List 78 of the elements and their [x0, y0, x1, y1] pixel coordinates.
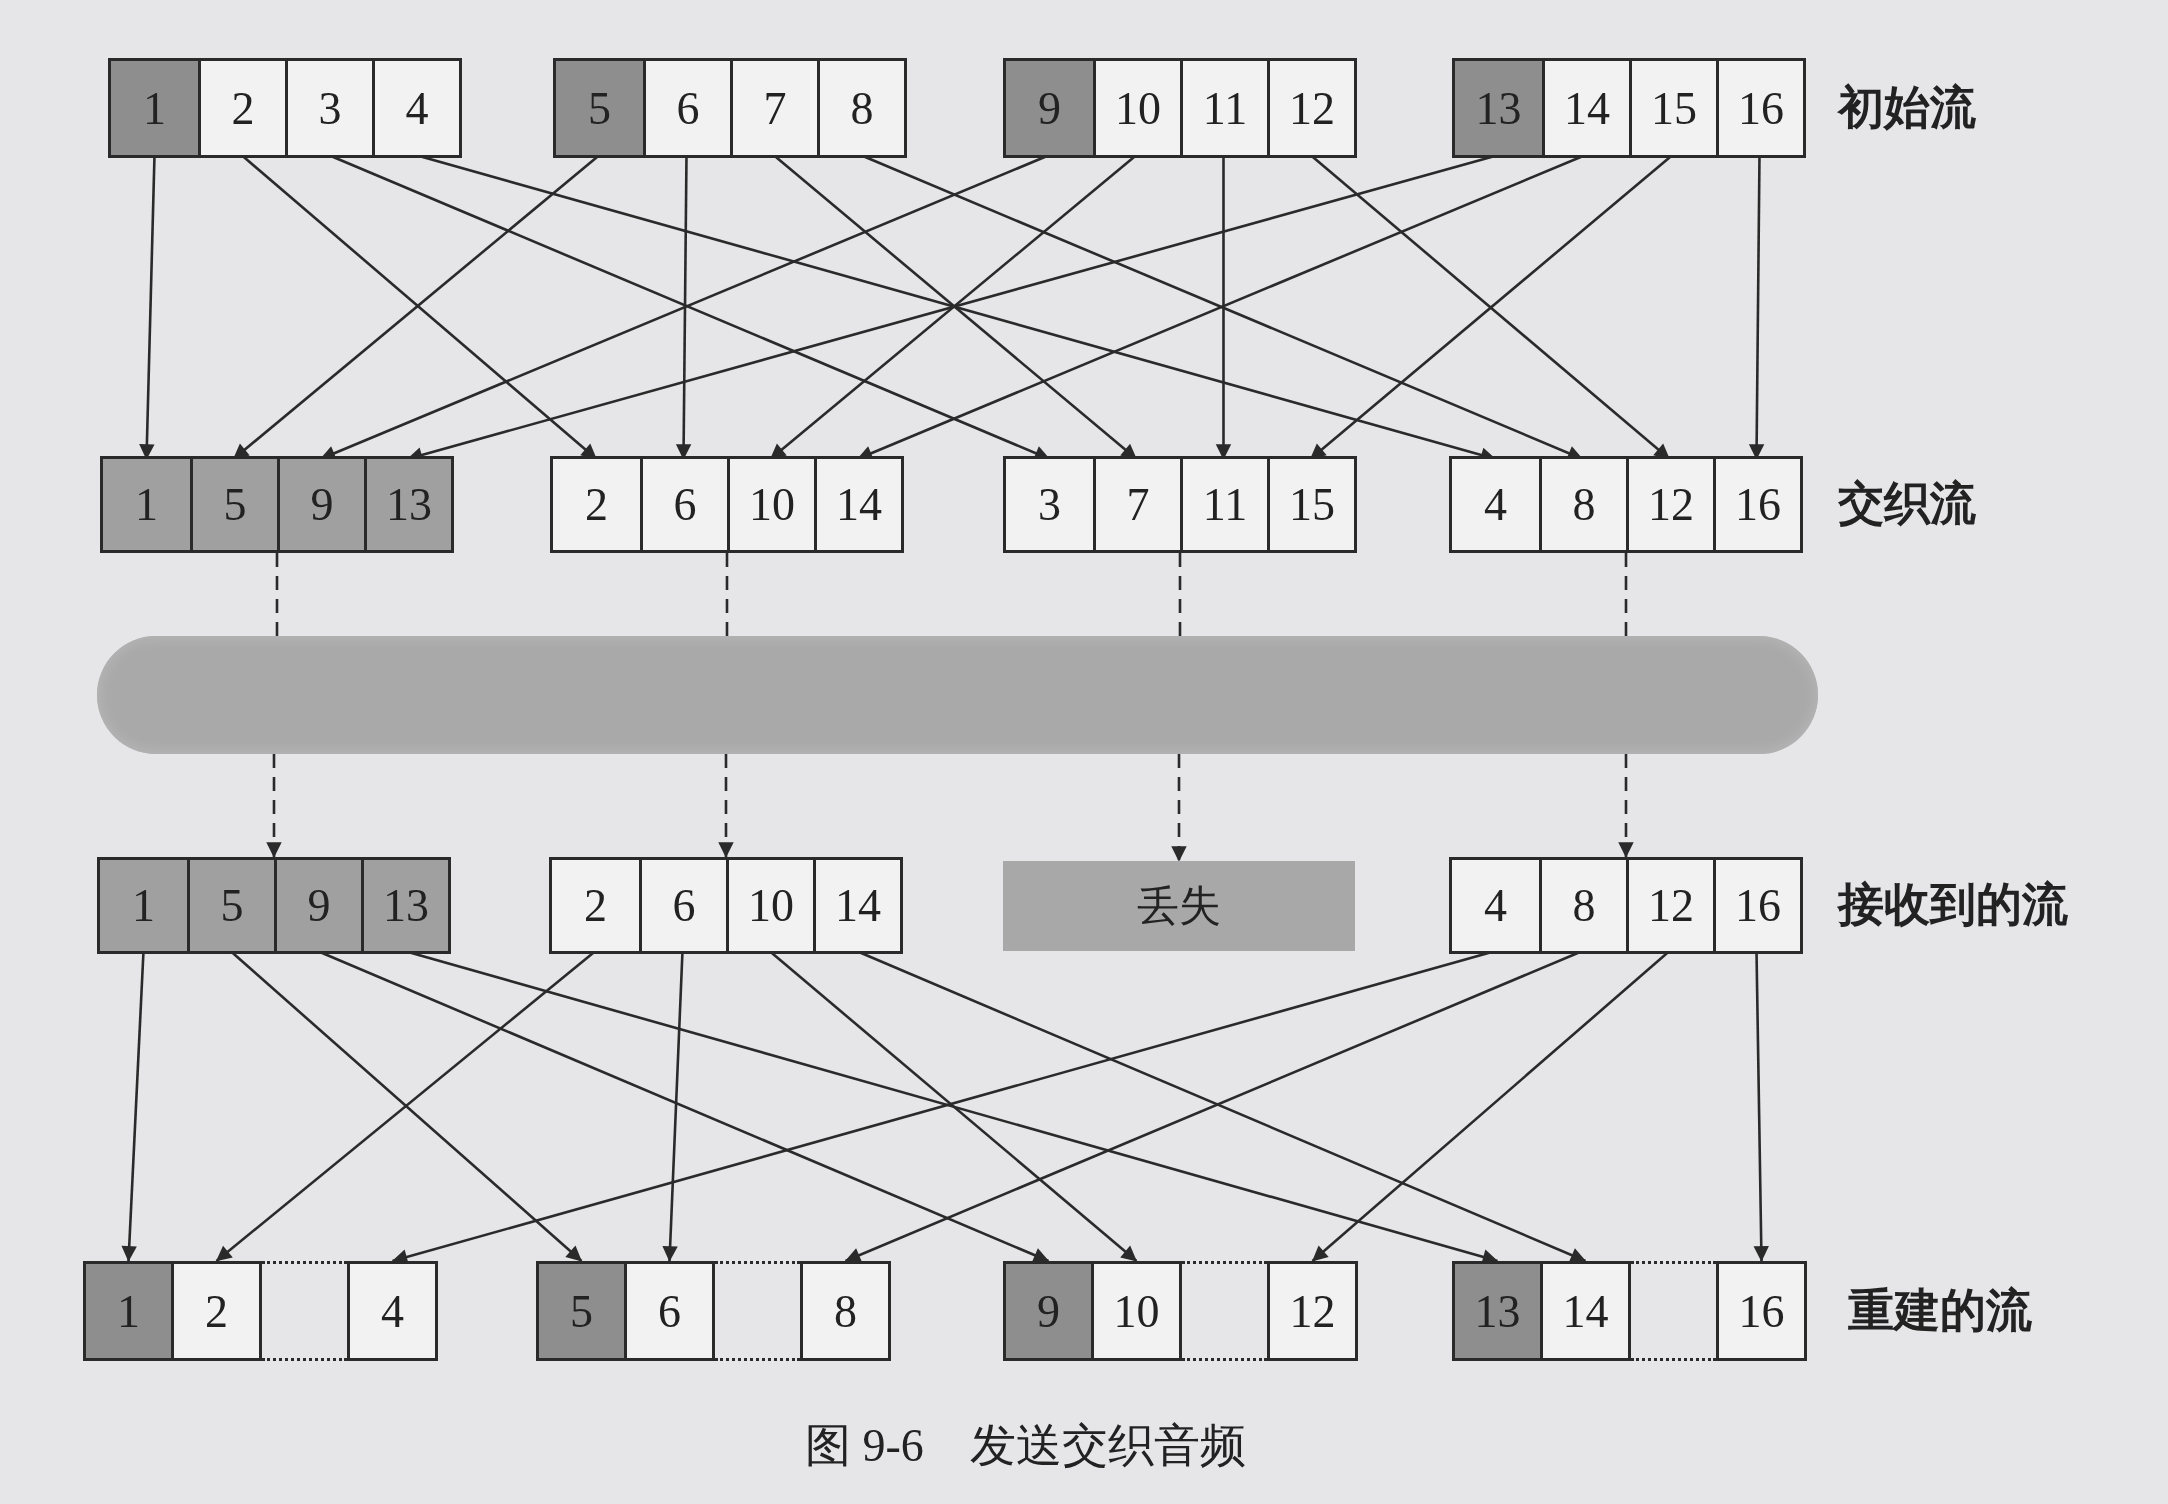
packet-box: 10 [1091, 1261, 1182, 1361]
packet-group [1449, 857, 1803, 954]
packet-box: 5 [536, 1261, 627, 1361]
packet-box: 16 [1713, 860, 1800, 951]
packet-box: 8 [800, 1261, 891, 1361]
row-label: 初始流 [1838, 81, 1976, 135]
packet-box: 2 [198, 61, 285, 155]
packet-box: 9 [277, 459, 364, 550]
packet-box: 1 [103, 459, 190, 550]
lost-packet-bar: 丢失 [1003, 861, 1355, 951]
packet-box: 3 [285, 61, 372, 155]
packet-box: 14 [814, 459, 901, 550]
packet-box: 7 [1093, 459, 1180, 550]
packet-box: 6 [640, 459, 727, 550]
packet-box: 14 [813, 860, 900, 951]
packet-box: 8 [1539, 860, 1626, 951]
packet-box: 6 [643, 61, 730, 155]
packet-box: 14 [1542, 61, 1629, 155]
packet-box: 1 [111, 61, 198, 155]
packet-box: 13 [1455, 61, 1542, 155]
packet-box: 15 [1267, 459, 1354, 550]
packet-box: 1 [83, 1261, 174, 1361]
packet-group [97, 857, 451, 954]
row-label: 重建的流 [1848, 1284, 2032, 1338]
packet-group [1003, 456, 1357, 553]
packet-box: 14 [1540, 1261, 1631, 1361]
packet-group [100, 456, 454, 553]
packet-box: 12 [1267, 61, 1354, 155]
packet-box: 13 [361, 860, 448, 951]
packet-box: 16 [1716, 1261, 1807, 1361]
packet-group [550, 456, 904, 553]
packet-box: 2 [171, 1261, 262, 1361]
figure-caption: 图 9-6 发送交织音频 [805, 1419, 1246, 1473]
packet-box: 1 [100, 860, 187, 951]
packet-box: 4 [372, 61, 459, 155]
row-label: 交织流 [1838, 477, 1976, 531]
packet-group [553, 58, 907, 158]
dashed-arrow [718, 754, 734, 858]
packet-box: 2 [552, 860, 639, 951]
packet-box: 7 [730, 61, 817, 155]
dashed-arrow [1618, 754, 1634, 858]
row-label: 接收到的流 [1838, 878, 2068, 932]
packet-box: 8 [817, 61, 904, 155]
packet-box: 5 [190, 459, 277, 550]
packet-box: 4 [1452, 459, 1539, 550]
packet-group [549, 857, 903, 954]
packet-box: 15 [1629, 61, 1716, 155]
packet-box: 9 [1003, 1261, 1094, 1361]
packet-group [108, 58, 462, 158]
packet-box: 10 [726, 860, 813, 951]
packet-group [1003, 58, 1357, 158]
packet-box: 3 [1006, 459, 1093, 550]
packet-box: 11 [1180, 459, 1267, 550]
packet-box: 8 [1539, 459, 1626, 550]
packet-box: 6 [639, 860, 726, 951]
packet-box: 11 [1180, 61, 1267, 155]
packet-box: 12 [1626, 459, 1713, 550]
packet-box: 12 [1267, 1261, 1358, 1361]
packet-group [1452, 58, 1806, 158]
packet-box: 4 [347, 1261, 438, 1361]
packet-box: 16 [1716, 61, 1803, 155]
packet-box: 16 [1713, 459, 1800, 550]
packet-box: 12 [1626, 860, 1713, 951]
packet-box: 4 [1452, 860, 1539, 951]
packet-box: 10 [1093, 61, 1180, 155]
packet-box: 2 [553, 459, 640, 550]
arrow [1753, 951, 1769, 1262]
packet-box: 5 [187, 860, 274, 951]
dashed-arrow [266, 754, 282, 858]
packet-box: 5 [556, 61, 643, 155]
packet-group [1449, 456, 1803, 553]
packet-box: 9 [1006, 61, 1093, 155]
packet-box: 13 [364, 459, 451, 550]
packet-box: 9 [274, 860, 361, 951]
packet-box: 6 [624, 1261, 715, 1361]
packet-box: 13 [1452, 1261, 1543, 1361]
packet-box: 10 [727, 459, 814, 550]
dashed-arrow [1171, 754, 1187, 862]
